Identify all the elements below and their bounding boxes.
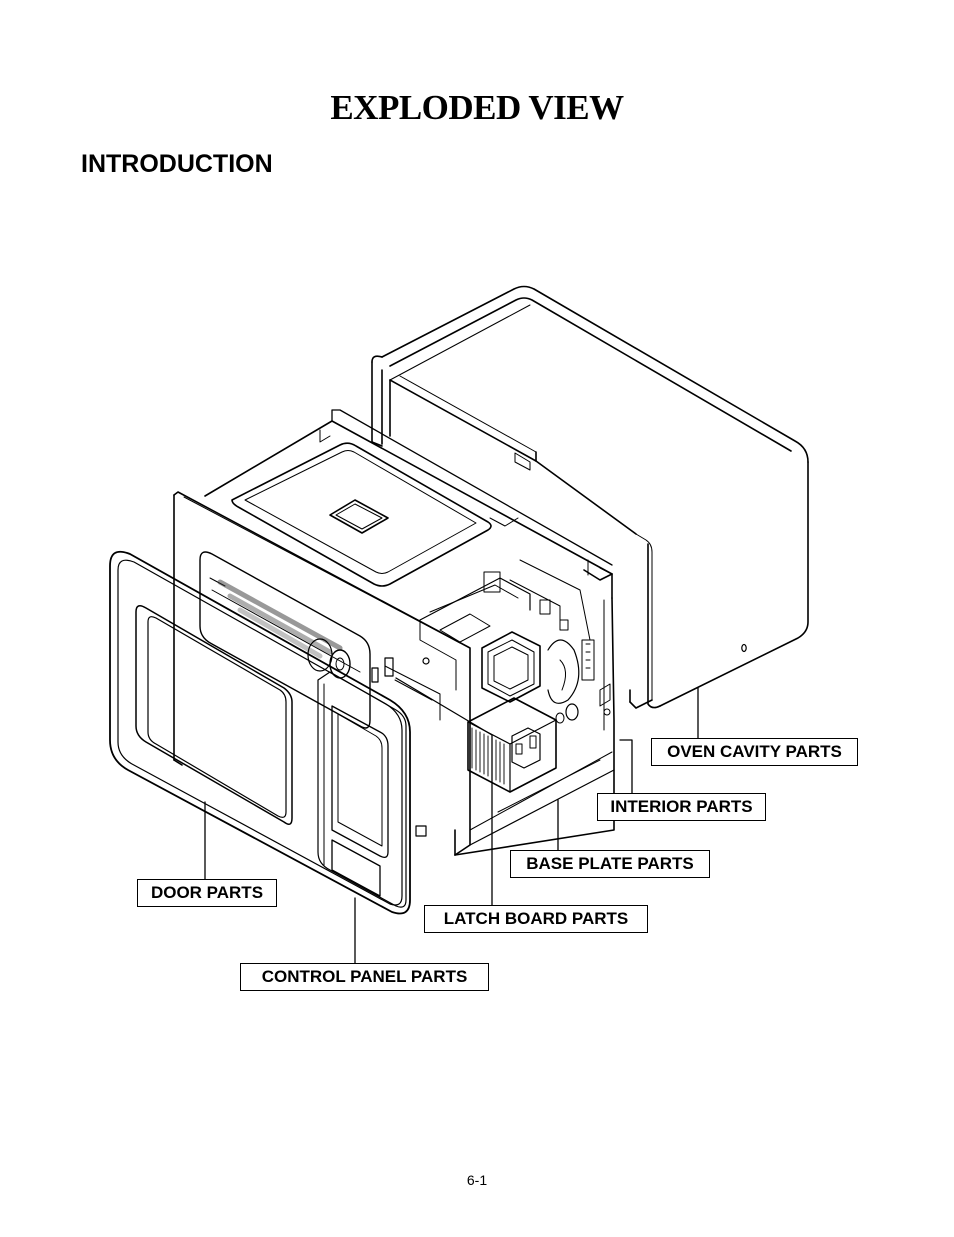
outer-cabinet	[371, 285, 809, 709]
callout-oven-cavity-parts: OVEN CAVITY PARTS	[651, 738, 858, 766]
page-title: EXPLODED VIEW	[330, 88, 624, 127]
callout-door-parts: DOOR PARTS	[137, 879, 277, 907]
section-heading: INTRODUCTION	[81, 150, 273, 178]
callout-leaders	[204, 677, 699, 965]
callout-control-panel-parts: CONTROL PANEL PARTS	[240, 963, 489, 991]
cavity-opening	[199, 551, 371, 729]
callout-interior-parts: INTERIOR PARTS	[597, 793, 766, 821]
oven-chassis	[173, 409, 615, 856]
door-assembly	[109, 550, 411, 915]
page-number: 6-1	[466, 1172, 488, 1188]
internal-components	[384, 559, 611, 793]
callout-base-plate-parts: BASE PLATE PARTS	[510, 850, 710, 878]
callout-latch-board-parts: LATCH BOARD PARTS	[424, 905, 648, 933]
